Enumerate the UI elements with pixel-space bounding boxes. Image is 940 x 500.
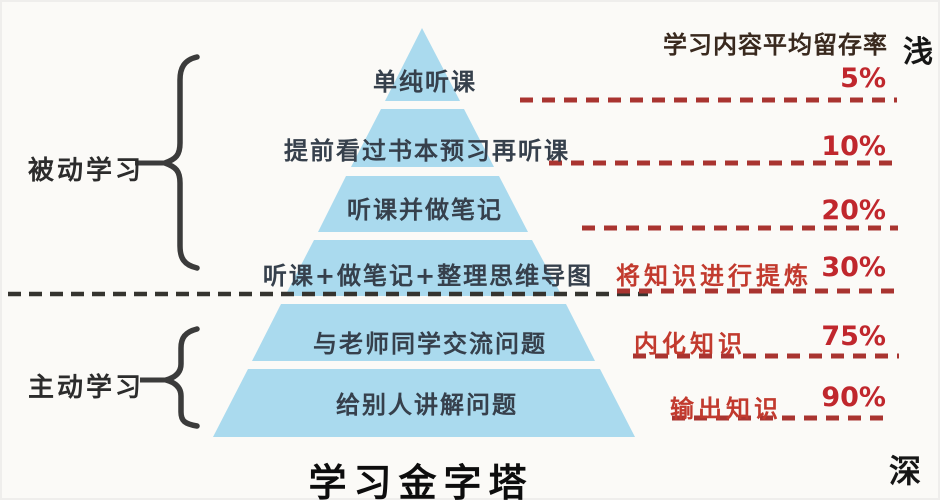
retention-percent-level-1: 5%: [840, 63, 886, 94]
active-group-brace: [155, 326, 200, 429]
retention-percent-level-4: 30%: [821, 252, 886, 283]
annotation-internalize-knowledge: 内化知识: [634, 330, 746, 358]
annotation-output-knowledge: 输出知识: [670, 395, 782, 423]
retention-column-header: 学习内容平均留存率: [663, 31, 888, 59]
pyramid-level-6-label: 给别人讲解问题: [336, 391, 518, 419]
retention-percent-level-2: 10%: [821, 131, 886, 162]
pyramid-level-2-shape: [351, 109, 494, 167]
annotation-refine-knowledge: 将知识进行提炼: [616, 262, 812, 290]
pyramid-level-4-shape: [285, 240, 562, 296]
pyramid-level-6-shape: [213, 369, 635, 437]
pyramid-level-3-shape: [318, 176, 528, 232]
retention-percent-level-6: 90%: [821, 382, 886, 413]
pyramid-level-1-label: 单纯听课: [373, 68, 477, 96]
pyramid-level-3-label: 听课并做笔记: [347, 196, 503, 224]
pyramid-level-5-shape: [252, 304, 595, 361]
passive-group-brace: [156, 54, 200, 271]
retention-percent-level-3: 20%: [821, 195, 886, 226]
pyramid-level-1-shape: [385, 28, 460, 101]
depth-deep-label: 深: [889, 452, 922, 490]
pyramid-level-4-label: 听课+做笔记+整理思维导图: [262, 262, 594, 290]
pyramid-level-2-label: 提前看过书本预习再听课: [284, 137, 570, 165]
diagram-title: 学习金字塔: [308, 461, 534, 500]
active-learning-label: 主动学习: [28, 373, 145, 403]
retention-percent-level-5: 75%: [821, 321, 886, 352]
passive-learning-label: 被动学习: [28, 156, 145, 186]
depth-shallow-label: 浅: [903, 35, 933, 70]
pyramid-level-5-label: 与老师同学交流问题: [313, 330, 547, 358]
